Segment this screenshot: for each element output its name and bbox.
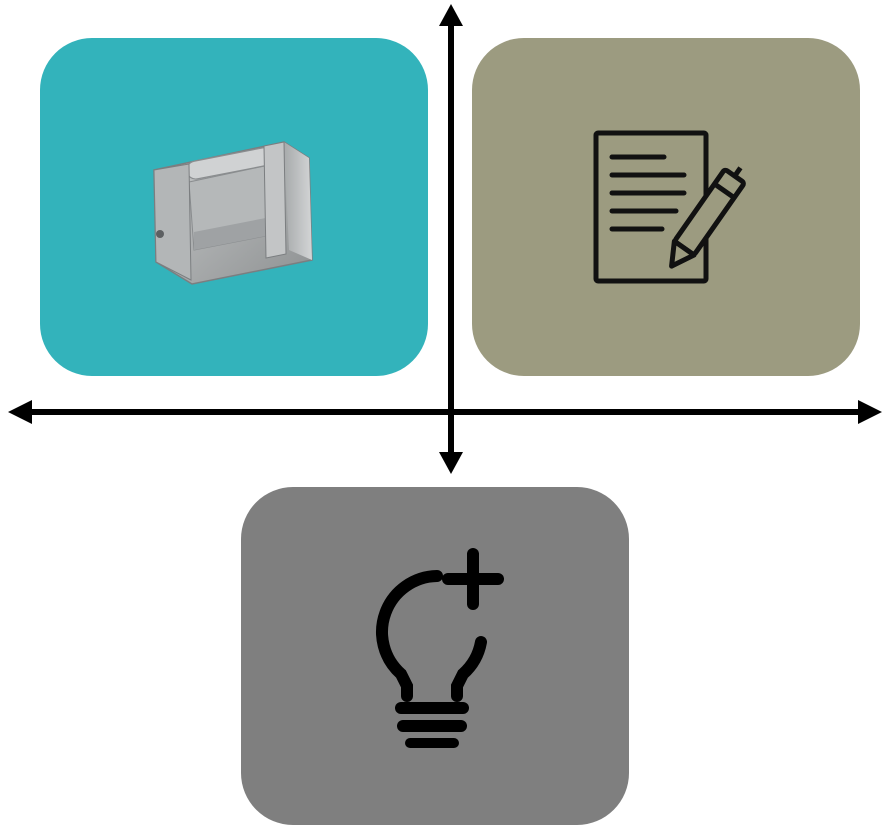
iron-weight-icon [153,141,313,285]
horizontal-axis-right-arrowhead [858,400,882,424]
lightbulb-plus-icon [376,548,504,748]
idea-card [241,487,629,825]
vertical-axis-bottom-arrowhead [439,452,463,474]
weight-card [40,38,428,376]
vertical-axis-top-arrowhead [439,4,463,26]
document-card [472,38,860,376]
horizontal-axis-left-arrowhead [8,400,32,424]
document-with-pen-icon [593,130,746,284]
